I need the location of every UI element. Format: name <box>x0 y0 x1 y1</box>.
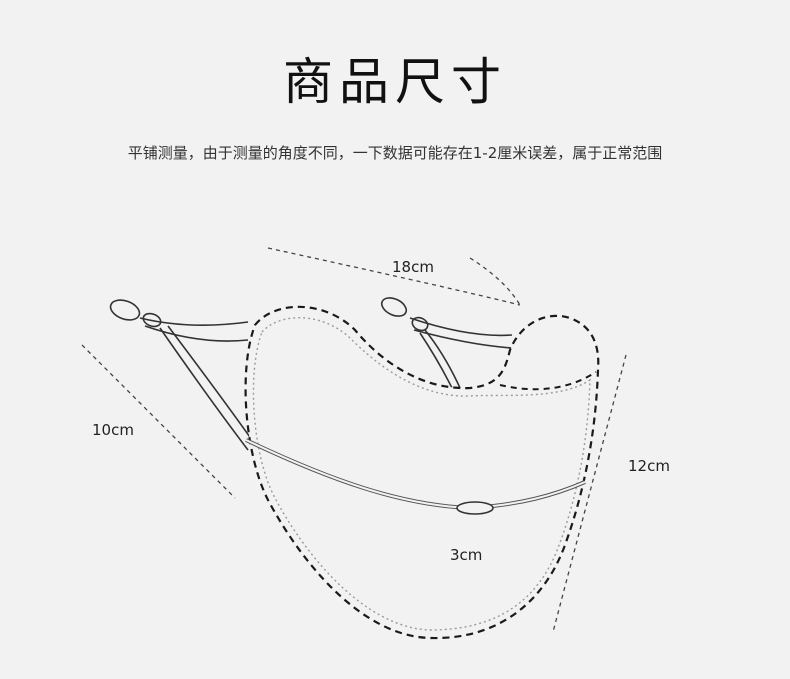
right-ear-loop <box>380 297 513 389</box>
measurement-note: 平铺测量，由于测量的角度不同，一下数据可能存在1-2厘米误差，属于正常范围 <box>127 144 663 162</box>
width-dimension-label: 18cm <box>392 258 434 276</box>
page-title: 商品尺寸 <box>283 53 507 111</box>
strap-clip <box>456 501 494 515</box>
right-height-dimension-label: 12cm <box>628 457 670 475</box>
width-guide-line <box>267 247 521 306</box>
adjustable-strap-inner <box>245 439 586 510</box>
left-ear-loop <box>109 299 253 451</box>
width-guide-line-right <box>469 257 521 306</box>
nose-fold-line <box>499 371 597 391</box>
clip-dimension-label: 3cm <box>450 546 483 564</box>
left-height-dimension-label: 10cm <box>92 421 134 439</box>
mask-body-outline <box>244 305 600 640</box>
mask-inner-stitch <box>252 316 591 631</box>
